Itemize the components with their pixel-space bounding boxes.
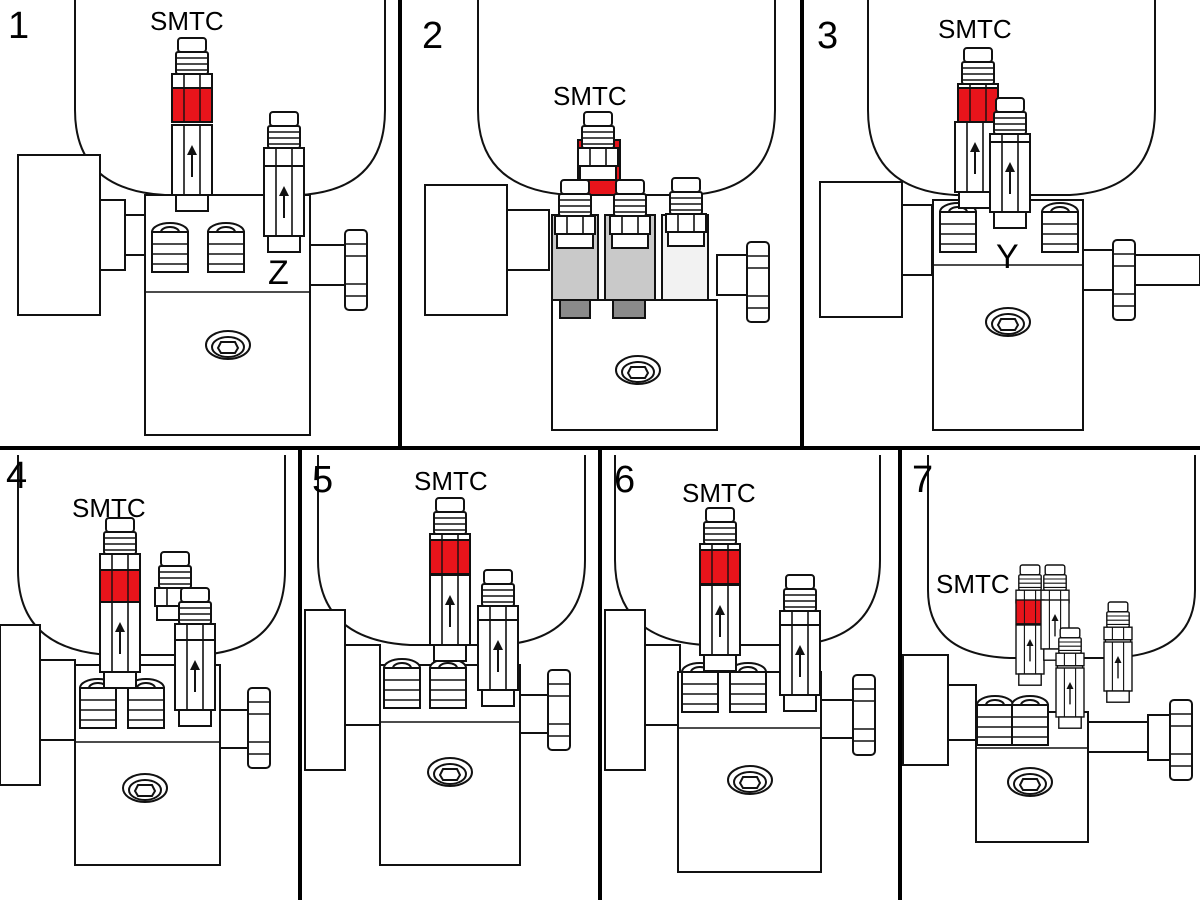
- panel-5: [304, 455, 586, 866]
- port-letter-z: Z: [268, 254, 289, 292]
- panel-number: 3: [817, 15, 838, 57]
- smtc-label: SMTC: [150, 6, 224, 36]
- panel-7: [902, 455, 1196, 843]
- panel-4: [0, 455, 286, 866]
- smtc-label: SMTC: [414, 466, 488, 496]
- panel-number: 1: [8, 5, 29, 47]
- panel-number: 4: [6, 455, 27, 497]
- panel-1: [17, 0, 386, 436]
- panel-number: 2: [422, 15, 443, 57]
- panel-2: [424, 0, 776, 431]
- panel-number: 7: [912, 459, 933, 501]
- smtc-label: SMTC: [72, 493, 146, 523]
- panel-number: 6: [614, 459, 635, 501]
- smtc-label: SMTC: [553, 81, 627, 111]
- panel-number: 5: [312, 459, 333, 501]
- smtc-label: SMTC: [938, 14, 1012, 44]
- panel-3: [819, 0, 1200, 431]
- panel-6: [604, 455, 881, 873]
- smtc-label: SMTC: [682, 478, 756, 508]
- port-letter-y: Y: [996, 238, 1019, 276]
- smtc-label: SMTC: [936, 569, 1010, 599]
